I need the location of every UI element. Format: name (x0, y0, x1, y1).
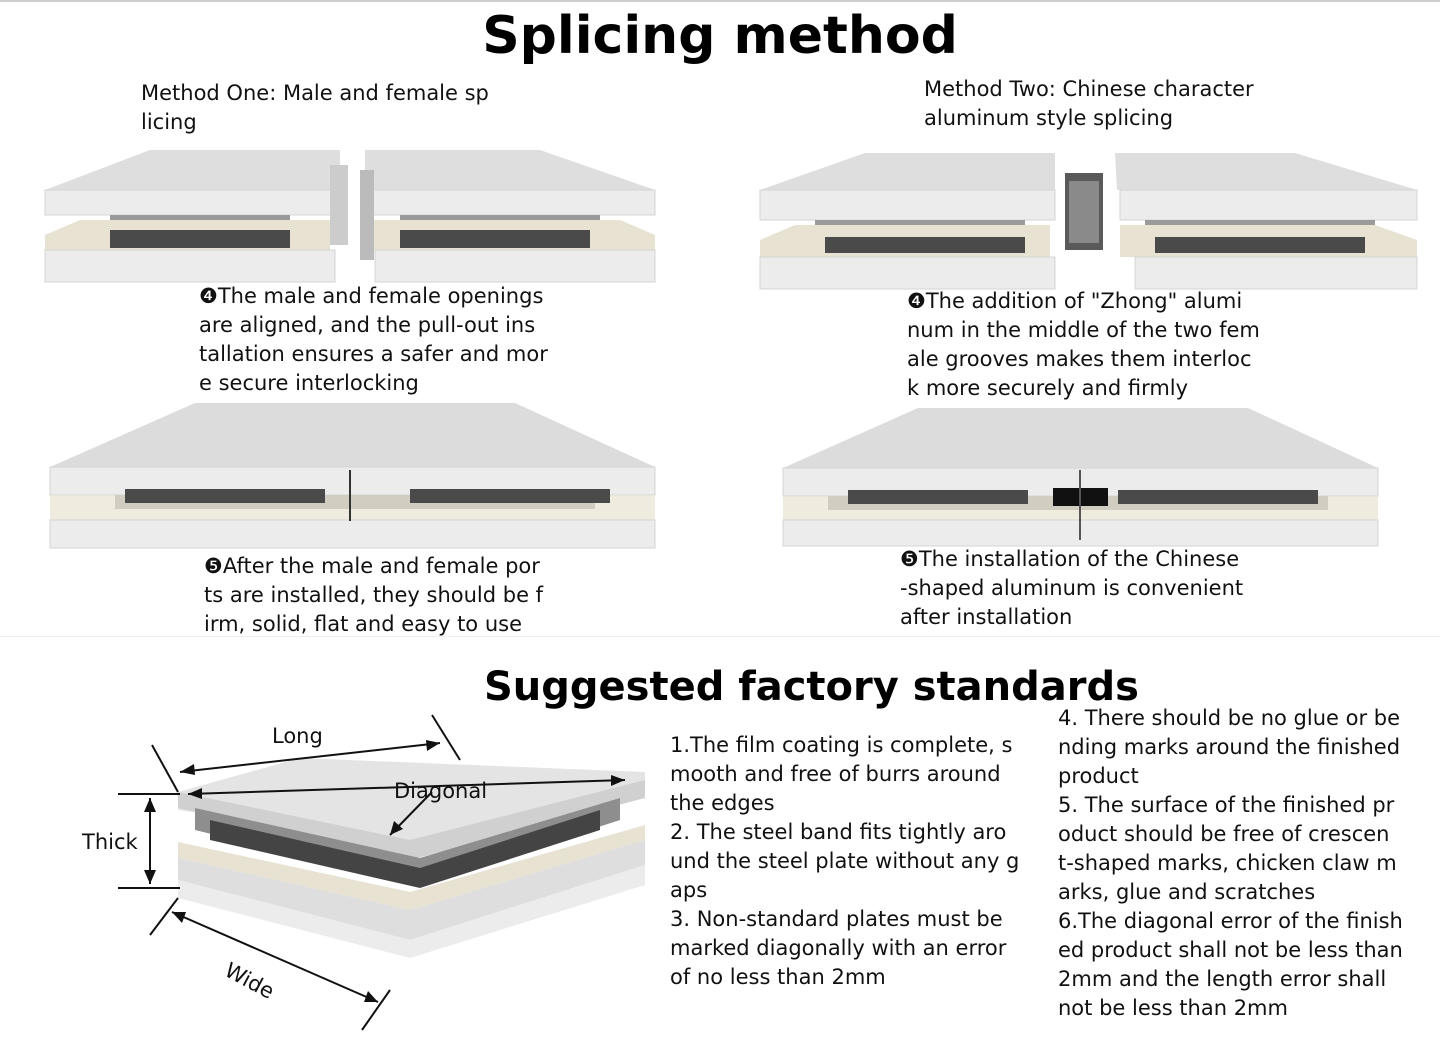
section-divider (0, 636, 1440, 637)
standards-title: Suggested factory standards (484, 664, 1139, 710)
zhong-aluminum-profile (1065, 173, 1103, 250)
diagonal-dimension-arrow (187, 775, 626, 836)
method-one-joined-panels (49, 403, 656, 549)
standard-item-1: 1.The film coating is complete, s mooth … (670, 733, 1013, 815)
standards-list-right: 4. There should be no glue or be nding m… (1058, 704, 1438, 1023)
method-two-heading: Method Two: Chinese character aluminum s… (924, 77, 1254, 130)
standard-item-6: 6.The diagonal error of the finish ed pr… (1058, 909, 1403, 1020)
dimension-board (178, 758, 645, 958)
standard-item-4: 4. There should be no glue or be nding m… (1058, 706, 1401, 788)
standard-item-2: 2. The steel band fits tightly aro und t… (670, 820, 1020, 902)
dimension-diagram (118, 714, 645, 1031)
method-one-step-b: ❺After the male and female por ts are in… (204, 554, 544, 636)
long-label: Long (272, 724, 323, 748)
method-one-step-a: ❹The male and female openings are aligne… (199, 284, 548, 395)
method-two-right-panel (1115, 153, 1418, 290)
standard-item-5: 5. The surface of the finished pr oduct … (1058, 793, 1397, 904)
standards-list-left: 1.The film coating is complete, s mooth … (670, 731, 1050, 992)
top-border (0, 0, 1440, 2)
method-two-left-panel (759, 153, 1056, 290)
page-title: Splicing method (482, 6, 958, 66)
diagonal-label: Diagonal (394, 779, 488, 803)
wide-dimension-arrow (149, 897, 391, 1031)
method-one-separated-panels (44, 150, 656, 283)
thick-label: Thick (82, 830, 138, 854)
standard-item-3: 3. Non-standard plates must be marked di… (670, 907, 1007, 989)
method-one-left-panel (44, 150, 348, 283)
long-dimension-arrow (151, 714, 461, 793)
method-two-step-b: ❺The installation of the Chinese -shaped… (900, 547, 1244, 629)
thick-dimension-arrow (118, 793, 180, 889)
method-two-joined-panels (782, 408, 1379, 547)
method-one-right-panel (360, 150, 656, 283)
method-two-step-a: ❹The addition of "Zhong" alumi num in th… (907, 289, 1260, 400)
method-two-separated-panels (759, 153, 1418, 290)
method-one-heading: Method One: Male and female sp licing (141, 81, 489, 134)
